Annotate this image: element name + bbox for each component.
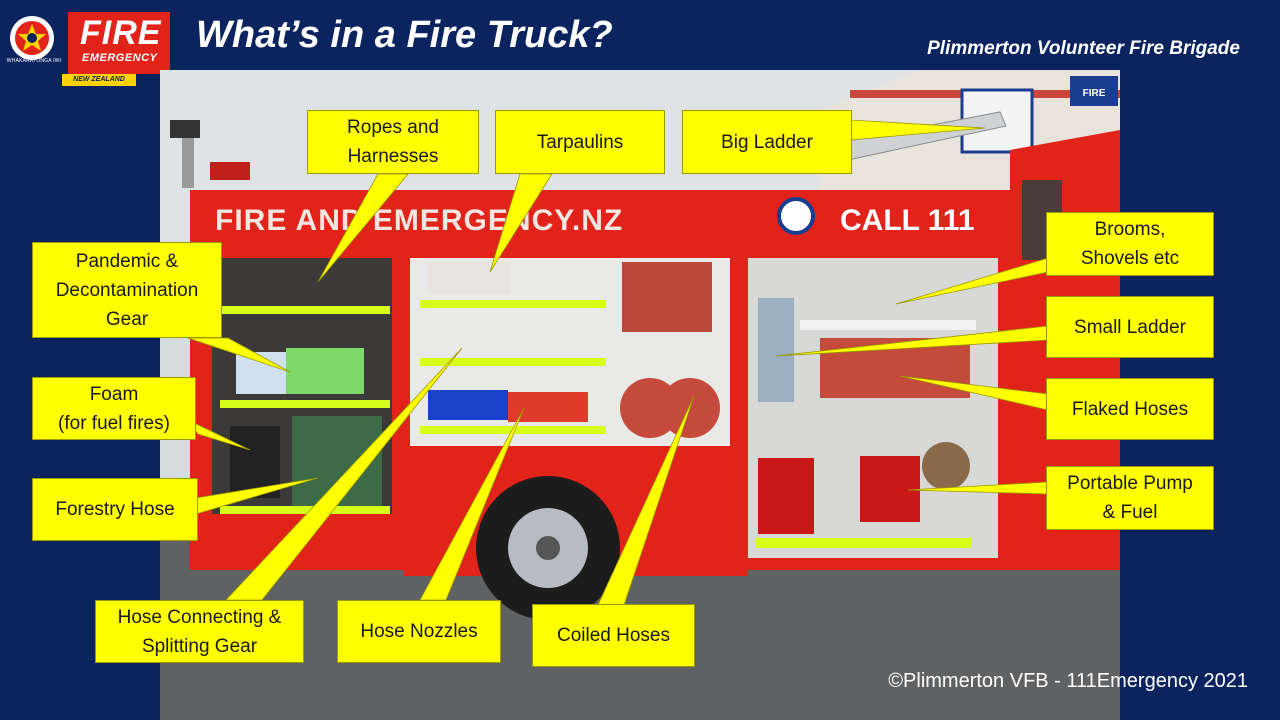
truck-side-text: FIRE AND EMERGENCY.NZ (215, 204, 623, 237)
callout-portable-pump: Portable Pump& Fuel (1046, 466, 1214, 530)
brigade-name: Plimmerton Volunteer Fire Brigade (927, 38, 1240, 59)
callout-small-ladder: Small Ladder (1046, 296, 1214, 358)
footer-credit: ©Plimmerton VFB - 111Emergency 2021 (888, 670, 1248, 692)
callout-hose-nozzles: Hose Nozzles (337, 600, 501, 663)
callout-tarpaulins: Tarpaulins (495, 110, 665, 174)
callout-big-ladder: Big Ladder (682, 110, 852, 174)
callout-foam: Foam(for fuel fires) (32, 377, 196, 440)
callout-hose-connecting: Hose Connecting &Splitting Gear (95, 600, 304, 663)
brand-logo: WHAKARATONGA IWI FIRE EMERGENCY NEW ZEAL… (0, 0, 172, 86)
callout-forestry-hose: Forestry Hose (32, 478, 198, 541)
page-title: What’s in a Fire Truck? (196, 14, 613, 56)
truck-call-text: CALL 111 (840, 204, 975, 237)
brand-emergency-text: EMERGENCY (82, 52, 158, 64)
brand-red-panel (68, 12, 170, 74)
callout-brooms-shovels: Brooms,Shovels etc (1046, 212, 1214, 276)
brand-fire-text: FIRE (80, 14, 162, 52)
callout-coiled-hoses: Coiled Hoses (532, 604, 695, 667)
brand-nz-strip: NEW ZEALAND (62, 74, 136, 86)
crest-icon (10, 16, 54, 60)
callout-flaked-hoses: Flaked Hoses (1046, 378, 1214, 440)
building-logo-text: FIRE (1083, 88, 1106, 99)
org-caption: WHAKARATONGA IWI (6, 58, 62, 64)
